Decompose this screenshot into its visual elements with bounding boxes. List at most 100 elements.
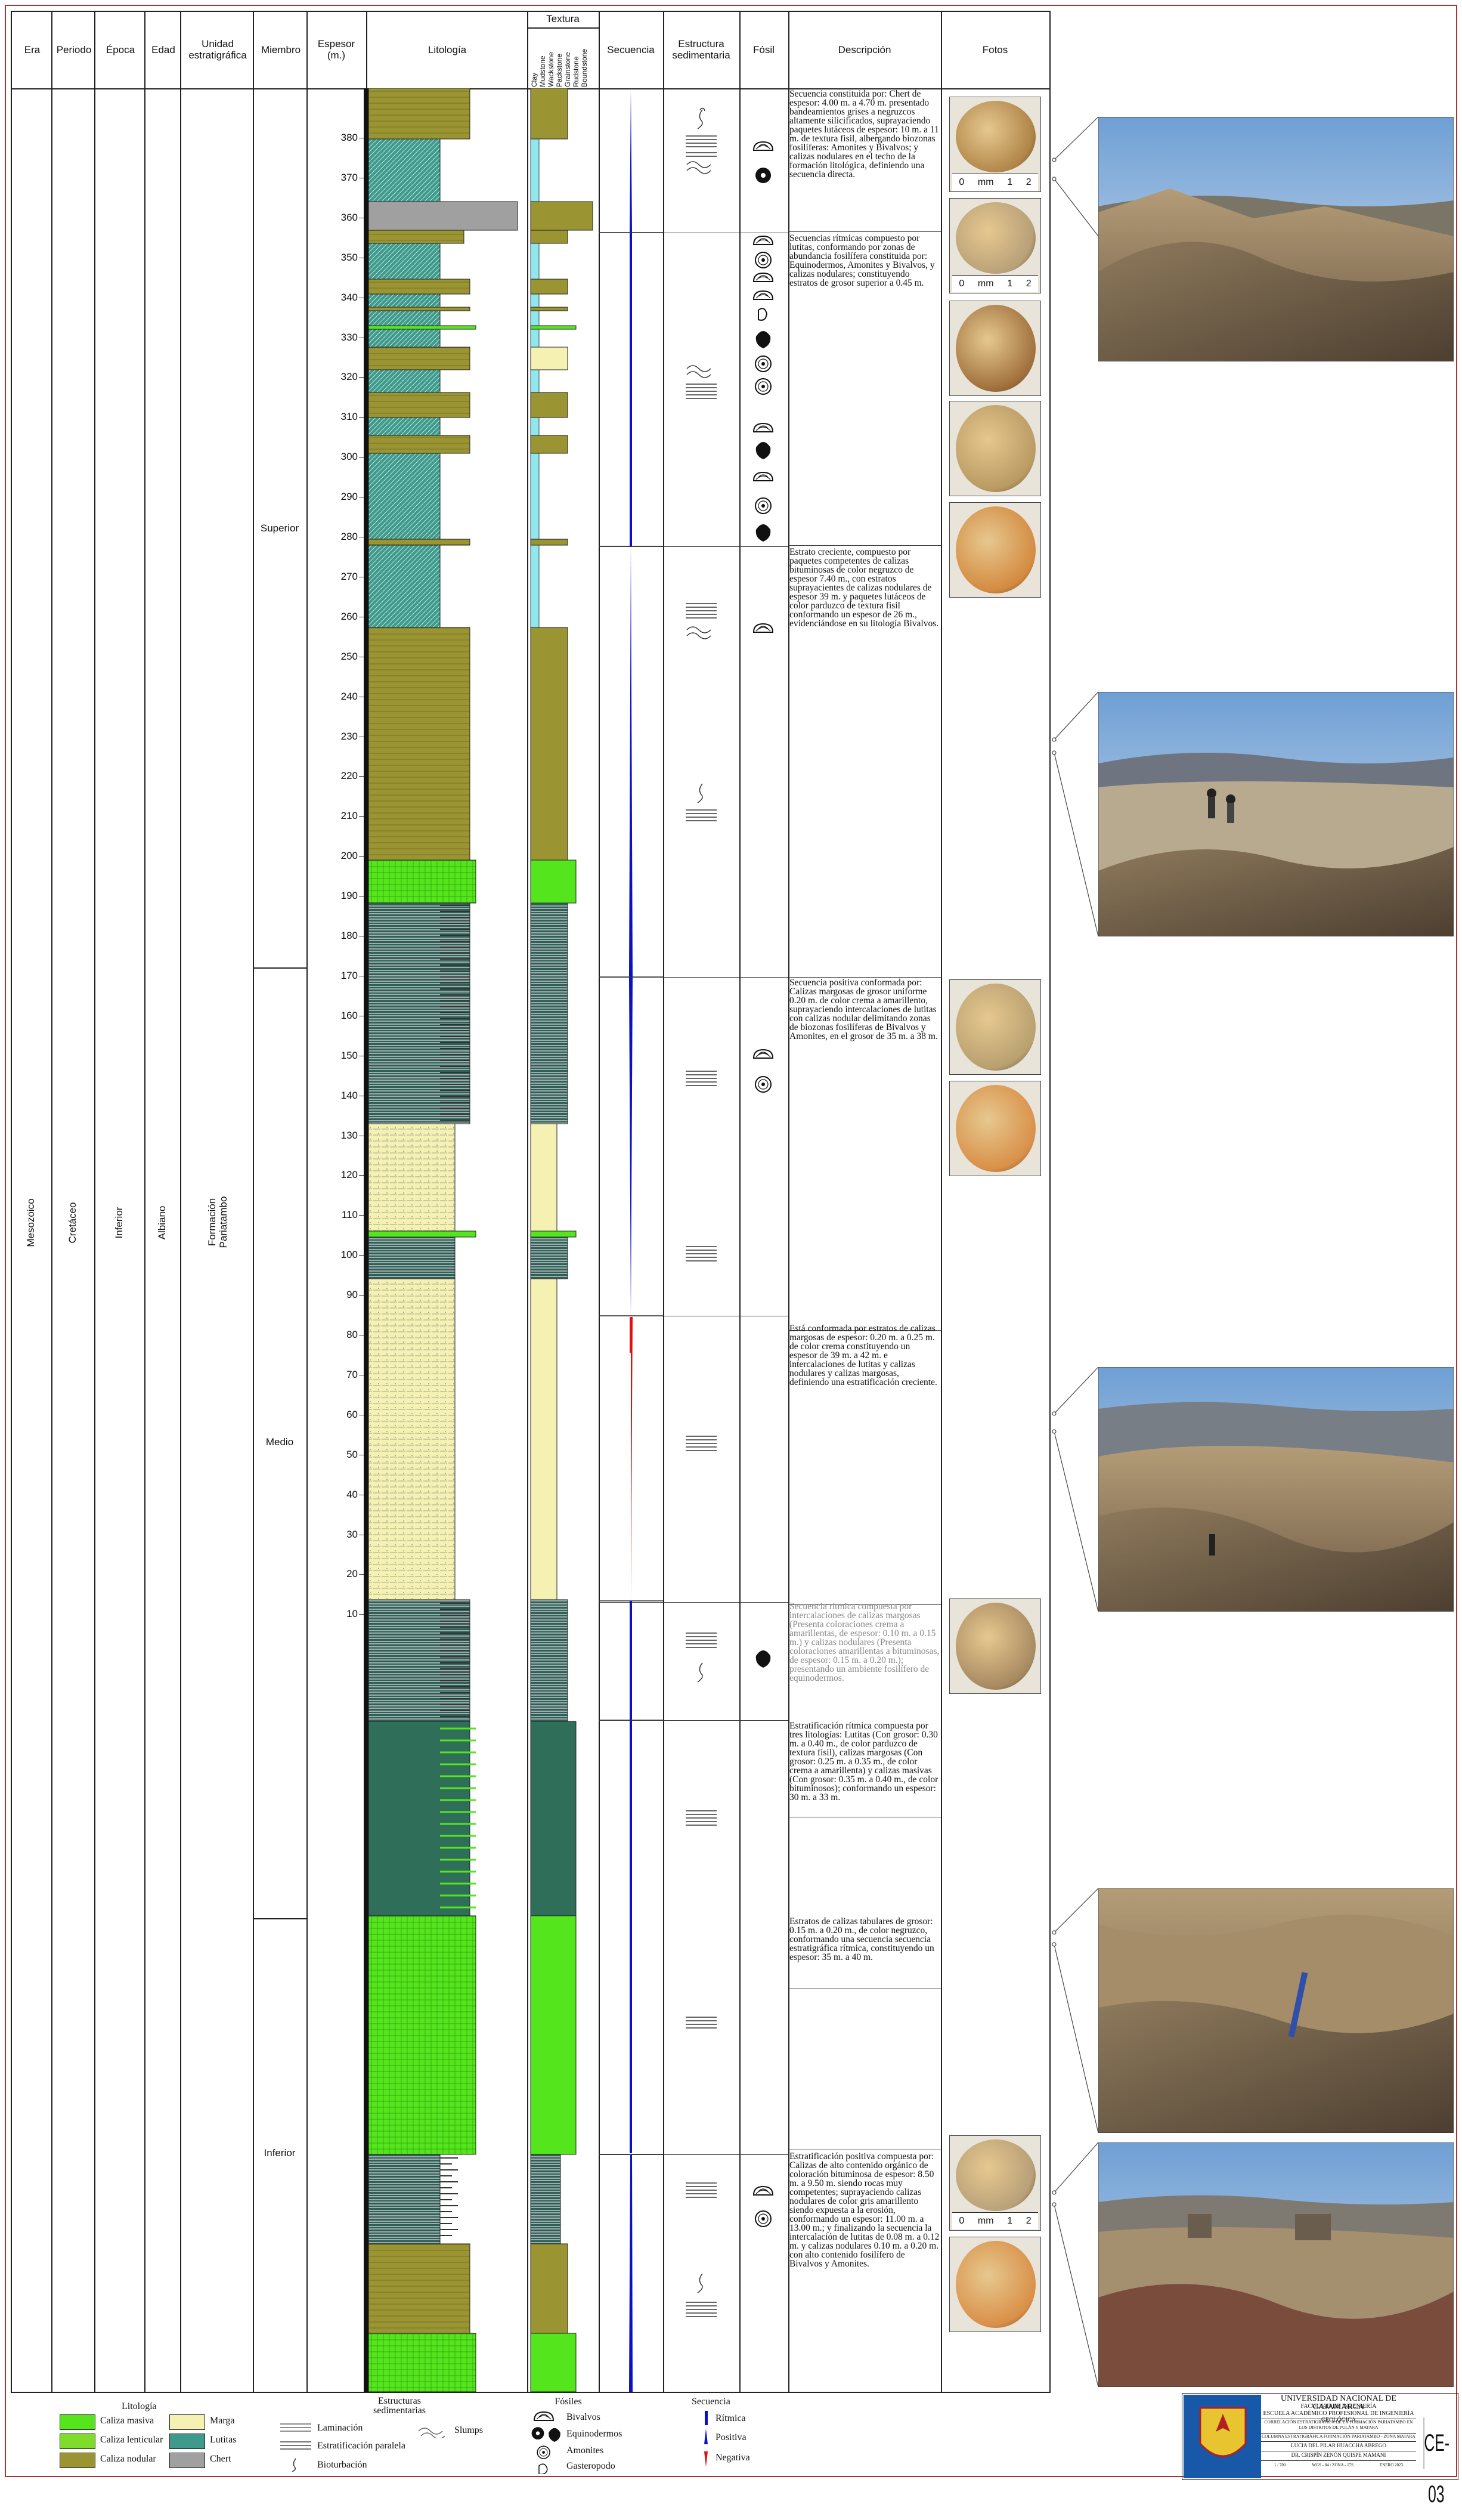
lamination-icon [686,2017,717,2028]
legend-marga: Marga [210,2416,234,2426]
thickness-tick: 360 [322,212,358,224]
thickness-tick: 320 [322,371,358,383]
legend-caliza-nodular: Caliza nodular [100,2454,156,2465]
legend-caliza-masiva: Caliza masiva [100,2416,154,2426]
thickness-tick: 60 [322,1409,358,1421]
thickness-tick: 20 [322,1568,358,1580]
scale-bar-label: 0 [959,2213,964,2230]
thickness-tick: 110 [322,1209,358,1221]
bivalve-icon [754,472,773,481]
tb-advisor: DR. CRISPÍN ZENÓN QUISPE MAMANI [1261,2451,1416,2459]
bivalve-icon [754,423,773,432]
legend-structures-title: Estructuras sedimentarias [364,2397,435,2416]
thickness-tick: 310 [322,411,358,423]
photo-connectors [1049,89,1103,2416]
lamination-icon [686,2302,717,2317]
legend-structures: Estructuras sedimentarias Laminación Est… [274,2397,501,2475]
slumps-icon [687,162,711,174]
fossil-column [739,88,788,2392]
tb-date: ENERO 2023 [1380,2461,1403,2469]
scale-bar-label: mm [978,174,994,191]
legend-gasteropodo: Gasteropodo [566,2461,615,2472]
thickness-tick: 130 [322,1130,358,1142]
legend-estratificacion-paralela: Estratificación paralela [317,2441,405,2451]
thickness-tick: 250 [322,651,358,663]
swatch-caliza-lenticular [60,2434,95,2449]
legend-fossils: Fósiles Bivalvos Equinodermos Amonites G… [531,2397,650,2475]
lamination-icon [686,384,717,398]
miembro-superior: Superior [253,522,306,534]
lamination-icon [686,810,717,821]
lithology-strata [368,88,518,2392]
bioturbation-icon [698,1663,702,1682]
bioturbation-icon [698,784,702,803]
fossil-photo [949,1598,1041,1694]
thickness-tick: 270 [322,571,358,583]
periodo-label: Cretáceo [67,1193,79,1253]
fossil-photo [949,401,1041,496]
header-secuencia: Secuencia [599,11,663,88]
slumps-icon [687,366,711,378]
thickness-tick: 200 [322,850,358,862]
thickness-tick: 290 [322,491,358,503]
slumps-icon [687,627,711,639]
thickness-tick: 170 [322,970,358,982]
echinoderm-icon [756,524,771,542]
swatch-chert [169,2453,205,2468]
legend-fossils-title: Fósiles [535,2397,601,2407]
thickness-tick: 210 [322,810,358,822]
fossil-specimen [956,2241,1036,2328]
description-1: Secuencia constituida por: Chert de espe… [789,89,940,179]
texture-type-labels: Clay Mudstone Wackstone Packstone Grains… [527,27,599,88]
header-unidad: Unidad estratigráfica [181,11,254,88]
legend-positiva: Positiva [715,2432,747,2443]
header-fosil: Fósil [739,11,788,88]
fossil-specimen [956,1085,1036,1172]
legend-chert: Chert [210,2454,231,2465]
fossil-specimen [956,2139,1036,2211]
swatch-lutitas [169,2434,205,2449]
fossil-photo: 0mm12 [949,2135,1041,2231]
lithology-column [368,88,527,2392]
thickness-tick: 70 [322,1369,358,1381]
bivalve-icon [754,236,773,245]
sedimentary-structures [663,88,739,2392]
header-espesor: Espesor (m.) [308,11,365,88]
fossil-photo [949,2237,1041,2332]
outcrop-photo-2 [1098,692,1454,936]
thickness-tick: 30 [322,1529,358,1541]
scale-bar-label: mm [978,2213,994,2230]
thickness-tick: 350 [322,252,358,264]
era-label: Mesozoico [25,1193,37,1253]
scale-bar-label: 2 [1026,2213,1032,2230]
thickness-axis-bar [364,88,368,2392]
thickness-tick: 260 [322,611,358,623]
description-2: Secuencias rítmicas compuesto por lutita… [789,234,940,287]
ammonite-icon [755,1077,771,1092]
tb-faculty: FACULTAD DE INGENIERÍA [1261,2403,1416,2410]
miembro-medio: Medio [253,1436,306,1448]
swatch-caliza-nodular [60,2453,95,2468]
legend-negativa: Negativa [715,2453,750,2463]
thickness-tick: 160 [322,1010,358,1022]
ammonite-icon [755,2211,771,2227]
thickness-tick: 300 [322,451,358,463]
lamination-icon [686,604,717,618]
fossil-specimen [956,405,1036,492]
legend-equinodermos: Equinodermos [566,2429,622,2439]
lamination-icon [686,1247,717,1261]
thickness-tick: 100 [322,1249,358,1261]
thickness-tick: 150 [322,1050,358,1062]
description-4: Secuencia positiva conformada por: Caliz… [789,978,940,1041]
fossil-photo: 0mm12 [949,97,1041,192]
tb-code: CE-03 [1424,2417,1449,2469]
header-periodo: Periodo [52,11,95,88]
legend-bivalvos: Bivalvos [566,2412,600,2423]
bioturbation-icon [698,2274,702,2293]
description-5: Está conformada por estratos de calizas … [789,1324,940,1387]
parallel-lamination-icon [686,136,717,156]
description-6: Secuencia rítmica compuesta por intercal… [789,1602,940,1683]
